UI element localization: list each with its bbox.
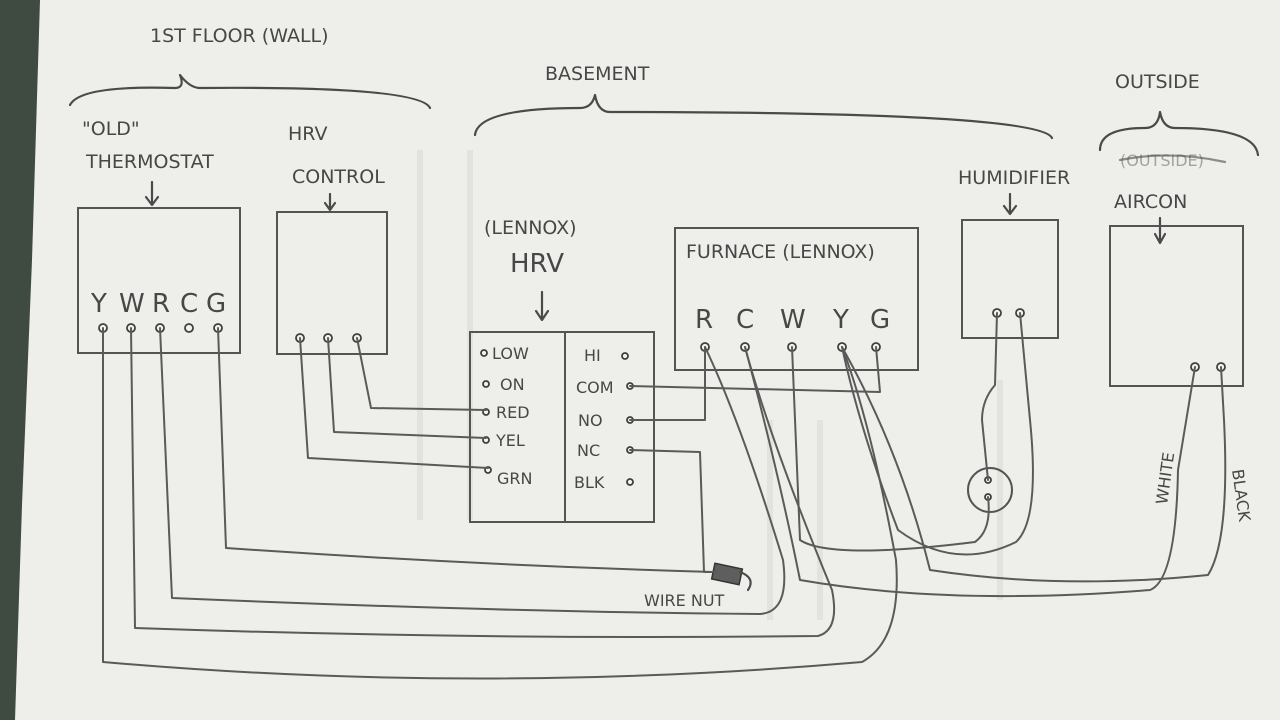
hrv-right-terminal-label: HI [584,346,601,365]
wire-thermostat-g [217,327,714,573]
wire-hrv-control-red [356,337,487,411]
furnace-terminal-label: C [736,305,754,335]
outside-heading: OUTSIDE [1115,71,1200,93]
wire-aircon-black [841,346,1227,583]
hrv-left-terminal-label: ON [500,375,525,394]
aircon-title: AIRCON [1114,191,1187,213]
furnace-terminal-label: G [870,305,890,335]
wire-thermostat-r [159,327,786,615]
thermostat-title-line2: THERMOSTAT [85,151,214,173]
wire-thermostat-y [102,327,898,680]
hrv-low-terminal [480,349,488,357]
wire-aircon-white [744,346,1196,598]
hrv-control-box [276,211,388,355]
hrv-right-terminal-label: NC [577,441,600,460]
furnace-terminal-label: W [780,305,806,335]
hrv-control-title-line1: HRV [288,123,327,145]
paper-sheet [15,0,1280,720]
furnace-box [674,227,919,371]
thermostat-c-terminal [184,323,194,333]
outside-brace [1098,110,1260,157]
hrv-title-line1: (LENNOX) [484,217,577,239]
relay-circle [967,467,1013,513]
furnace-terminal-label: R [695,305,713,335]
hrv-control-title-line2: CONTROL [292,166,385,188]
hrv-right-terminal-label: NO [578,411,603,430]
thermostat-terminal-label: Y [90,289,107,319]
aircon-box [1109,225,1244,387]
wire-hrv-control-yel [327,337,487,439]
humidifier-box [961,219,1059,339]
thermostat-arrow [144,180,160,207]
outside-crossed-scribble [1118,154,1227,164]
wire-hrv-com-to-furnace-g [629,346,881,393]
furnace-title: FURNACE (LENNOX) [686,241,875,263]
thermostat-terminal-label: C [180,289,198,319]
humidifier-title: HUMIDIFIER [958,167,1070,189]
hrv-left-terminal-label: GRN [497,469,532,488]
thermostat-box [77,207,241,354]
aircon-arrow [1153,216,1167,245]
basement-brace [473,93,1054,140]
hrv-control-arrow [323,192,337,212]
wire-humidifier-to-furnace-y [841,312,1034,556]
hrv-box [469,331,655,523]
thermostat-terminal-label: R [152,289,170,319]
hrv-left-terminal-label: RED [496,403,530,422]
hrv-on-terminal [482,380,490,388]
hrv-blk-terminal [626,478,634,486]
wire-humidifier-to-relay [981,312,998,481]
wire-hrv-no-to-furnace-r [629,346,706,421]
first-floor-brace [68,73,432,110]
wire-nut-pointer [738,570,752,592]
hrv-left-terminal-label: LOW [492,344,529,363]
first-floor-heading: 1ST FLOOR (WALL) [150,25,329,47]
wire-nut-label: WIRE NUT [644,591,725,610]
wire-thermostat-w [130,327,836,638]
hrv-title-line2: HRV [510,249,564,279]
hrv-left-terminal-label: YEL [495,431,525,450]
thermostat-title-line1: "OLD" [82,118,140,140]
hrv-arrow [534,290,550,322]
furnace-terminal-label: Y [832,305,849,335]
thermostat-terminal-label: W [119,289,145,319]
hrv-right-terminal-label: BLK [574,473,605,492]
hrv-hi-terminal [621,352,629,360]
thermostat-terminal-label: G [206,289,226,319]
hrv-right-terminal-label: COM [576,378,614,397]
humidifier-arrow [1002,192,1018,216]
basement-heading: BASEMENT [545,63,650,85]
outside-crossed-label: (OUTSIDE) [1120,151,1204,170]
wire-hrv-control-grn [299,337,489,469]
